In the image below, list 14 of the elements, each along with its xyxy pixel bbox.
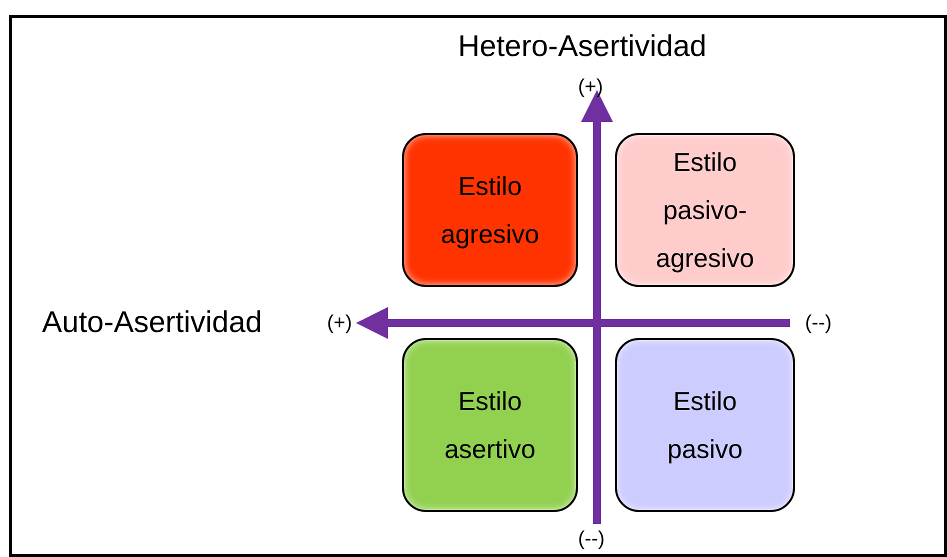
quadrant-label: Estilo agresivo: [440, 170, 540, 251]
quadrant-label: Estilo pasivo-agresivo: [654, 146, 756, 275]
axis-end-label: (+): [327, 312, 352, 335]
quadrant-label: Estilo pasivo: [666, 385, 744, 466]
quadrant-box: [402, 133, 578, 287]
quadrant-box: [615, 338, 795, 512]
quadrant-label: Estilo asertivo: [443, 385, 537, 466]
axis-end-label: (--): [578, 528, 605, 551]
axis-end-label: (--): [805, 312, 832, 335]
quadrant-box: [615, 133, 795, 287]
quadrant-box: [402, 338, 578, 512]
axis-title: Auto-Asertividad: [42, 306, 262, 340]
axis-title: Hetero-Asertividad: [458, 30, 706, 64]
axis-end-label: (+): [578, 76, 603, 99]
